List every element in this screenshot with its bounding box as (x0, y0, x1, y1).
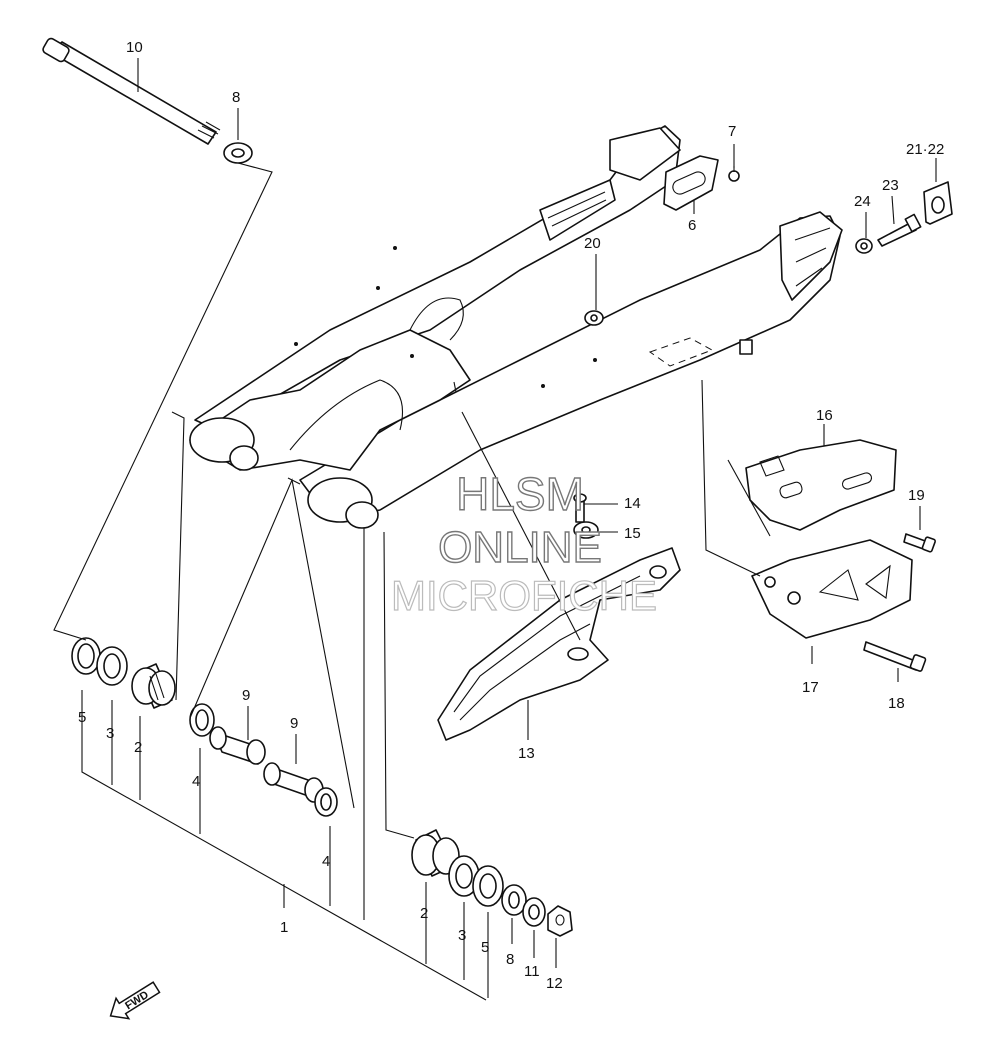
callout-23: 23 (882, 177, 899, 194)
buffer-washer[interactable] (573, 521, 599, 539)
callout-18: 18 (888, 695, 905, 712)
pivot-nut[interactable] (547, 905, 573, 937)
callout-1: 1 (280, 919, 288, 936)
callout-5: 5 (78, 709, 86, 726)
callout-2: 2 (420, 905, 428, 922)
oil-seal-right[interactable] (448, 855, 480, 897)
guide-nut[interactable] (584, 310, 604, 326)
callout-4: 4 (192, 773, 200, 790)
callout-9: 9 (290, 715, 298, 732)
dust-seal-left[interactable] (71, 637, 101, 675)
callout-labels: 1 2 2 3 3 4 4 5 5 6 7 8 8 9 9 10 11 12 1… (78, 39, 944, 992)
callout-9: 9 (242, 687, 250, 704)
chain-adjuster-block[interactable] (923, 181, 953, 225)
watermark-line-1: HLSM (456, 468, 584, 520)
callout-12: 12 (546, 975, 563, 992)
bracket-bolt-short[interactable] (903, 533, 936, 553)
washer-right[interactable] (501, 884, 527, 916)
thrust-washer-right[interactable] (314, 787, 338, 817)
pivot-washer-top[interactable] (223, 142, 253, 164)
callout-8: 8 (506, 951, 514, 968)
thrust-washer-left[interactable] (189, 703, 215, 737)
bracket-bolt-long[interactable] (863, 641, 927, 672)
buffer-bolt[interactable] (573, 493, 587, 523)
watermark-line-2: ONLINE (438, 523, 602, 572)
dust-seal-right[interactable] (472, 865, 504, 907)
spacer-left[interactable] (209, 726, 266, 765)
callout-6: 6 (688, 217, 696, 234)
guide-bracket[interactable] (751, 539, 913, 639)
adjuster-nut[interactable] (855, 238, 873, 254)
forward-arrow-icon: FWD (109, 981, 161, 1020)
needle-bearing-right[interactable] (411, 829, 460, 877)
callout-15: 15 (624, 525, 641, 542)
callout-3: 3 (106, 725, 114, 742)
callout-24: 24 (854, 193, 871, 210)
callout-13: 13 (518, 745, 535, 762)
adjuster-bolt[interactable] (877, 213, 922, 247)
watermark: HLSM ONLINE MICROFICHE (390, 467, 657, 619)
callout-17: 17 (802, 679, 819, 696)
pivot-shaft[interactable] (42, 37, 221, 145)
guide-mount-outline (648, 337, 714, 367)
watermark-line-3: MICROFICHE (391, 572, 657, 619)
oil-seal-left[interactable] (96, 646, 128, 686)
callout-11: 11 (524, 963, 540, 980)
callout-19: 19 (908, 487, 925, 504)
callout-7: 7 (728, 123, 736, 140)
axle-plate[interactable] (663, 155, 719, 211)
lock-washer-right[interactable] (522, 897, 546, 927)
chain-guide[interactable] (745, 439, 897, 531)
callout-10: 10 (126, 39, 143, 56)
callout-4: 4 (322, 853, 330, 870)
callout-14: 14 (624, 495, 641, 512)
callout-16: 16 (816, 407, 833, 424)
callout-8: 8 (232, 89, 240, 106)
callout-2: 2 (134, 739, 142, 756)
callout-5: 5 (481, 939, 489, 956)
callout-21-22: 21·22 (906, 141, 944, 158)
needle-bearing-left[interactable] (131, 663, 176, 709)
chain-buffer[interactable] (437, 547, 681, 741)
swingarm-body[interactable] (189, 125, 843, 529)
plate-screw[interactable] (728, 166, 740, 182)
callout-20: 20 (584, 235, 601, 252)
leader-lines (53, 58, 937, 1001)
callout-3: 3 (458, 927, 466, 944)
spacer-right[interactable] (263, 762, 324, 803)
